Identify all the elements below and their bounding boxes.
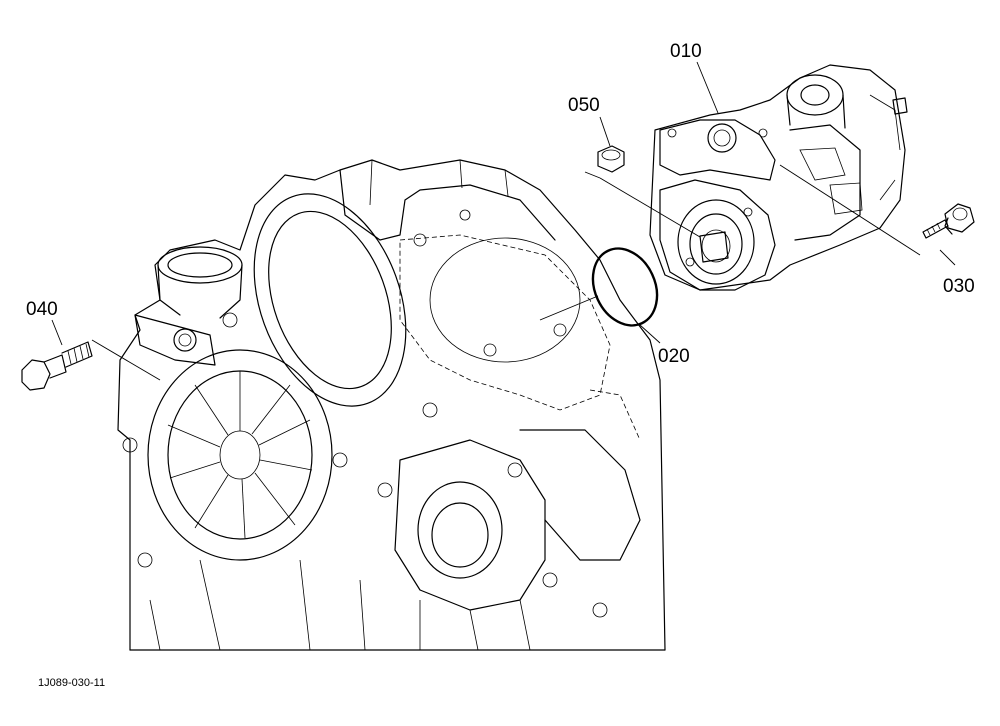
gear-case-housing bbox=[117, 159, 666, 651]
leader-lines bbox=[51, 61, 956, 381]
callout-030[interactable]: 030 bbox=[943, 276, 975, 297]
nut-drawing bbox=[597, 145, 625, 173]
callout-010[interactable]: 010 bbox=[670, 41, 702, 62]
figure-reference: 1J089-030-11 bbox=[38, 677, 105, 689]
callout-020[interactable]: 020 bbox=[658, 346, 690, 367]
callout-040[interactable]: 040 bbox=[26, 299, 58, 320]
pump-assembly-drawing bbox=[649, 64, 908, 291]
bolt-040-drawing bbox=[21, 341, 93, 391]
o-ring-drawing bbox=[591, 247, 659, 327]
callout-050[interactable]: 050 bbox=[568, 95, 600, 116]
bolt-030-drawing bbox=[922, 203, 975, 239]
